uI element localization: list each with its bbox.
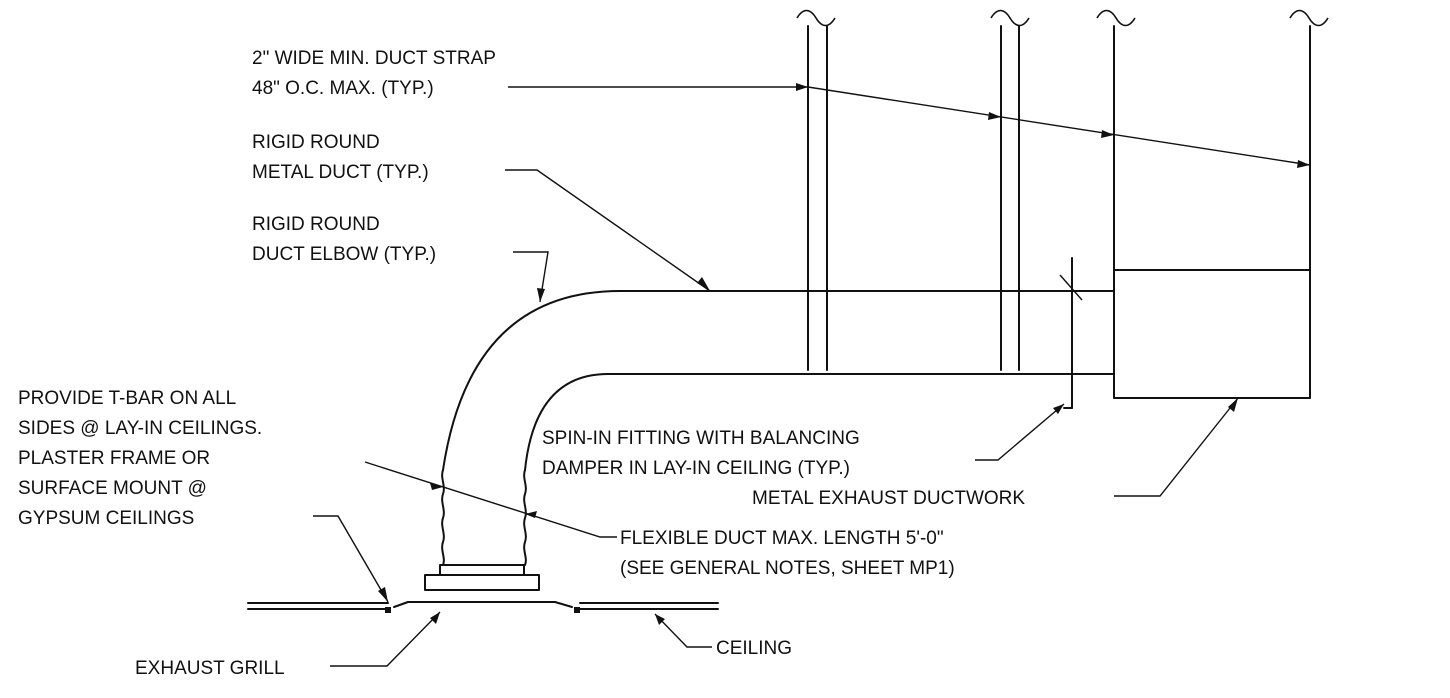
spin-in-fitting <box>1059 257 1083 409</box>
label-ceiling: CEILING <box>716 638 792 659</box>
label-duct-strap: 2" WIDE MIN. DUCT STRAP 48" O.C. MAX. (T… <box>252 48 496 99</box>
label-line: DUCT ELBOW (TYP.) <box>252 244 436 265</box>
leader-metal-duct <box>505 169 711 292</box>
label-line: METAL DUCT (TYP.) <box>252 162 429 183</box>
leader-exhaust-ductwork <box>1114 397 1239 497</box>
flexible-duct <box>441 469 527 566</box>
label-line: SURFACE MOUNT @ <box>18 478 207 499</box>
metal-exhaust-ductwork-box <box>1113 269 1311 399</box>
rigid-round-duct <box>442 290 1115 471</box>
duct-strap-3 <box>1096 9 1136 291</box>
label-line: 48" O.C. MAX. (TYP.) <box>252 78 434 99</box>
label-spin-in: SPIN-IN FITTING WITH BALANCING DAMPER IN… <box>542 428 860 479</box>
duct-strap-4 <box>1289 9 1329 271</box>
duct-straps <box>796 9 1329 371</box>
label-line: SPIN-IN FITTING WITH BALANCING <box>542 428 860 449</box>
label-exhaust-grill: EXHAUST GRILL <box>135 658 285 679</box>
label-line: PLASTER FRAME OR <box>18 448 210 469</box>
label-metal-duct: RIGID ROUND METAL DUCT (TYP.) <box>252 132 429 183</box>
leader-duct-strap <box>508 83 1311 168</box>
label-line: RIGID ROUND <box>252 132 380 153</box>
label-line: PROVIDE T-BAR ON ALL <box>18 388 236 409</box>
label-line: CEILING <box>716 638 792 659</box>
exhaust-grill <box>393 564 573 608</box>
label-line: (SEE GENERAL NOTES, SHEET MP1) <box>620 558 955 579</box>
label-line: METAL EXHAUST DUCTWORK <box>752 488 1025 509</box>
break-symbol <box>1289 9 1329 27</box>
label-line: SIDES @ LAY-IN CEILINGS. <box>18 418 262 439</box>
break-symbol <box>1096 9 1136 27</box>
leader-duct-elbow <box>513 251 549 303</box>
break-symbol <box>796 9 836 27</box>
label-exhaust-ductwork: METAL EXHAUST DUCTWORK <box>752 488 1025 509</box>
duct-elbow <box>442 290 621 471</box>
label-flex-duct: FLEXIBLE DUCT MAX. LENGTH 5'-0" (SEE GEN… <box>620 528 955 579</box>
label-t-bar: PROVIDE T-BAR ON ALL SIDES @ LAY-IN CEIL… <box>18 388 262 529</box>
label-line: GYPSUM CEILINGS <box>18 508 194 529</box>
leader-ceiling <box>654 613 712 648</box>
label-duct-elbow: RIGID ROUND DUCT ELBOW (TYP.) <box>252 214 436 265</box>
label-line: DAMPER IN LAY-IN CEILING (TYP.) <box>542 458 850 479</box>
leader-flex-duct <box>364 461 617 538</box>
label-line: RIGID ROUND <box>252 214 380 235</box>
duct-strap-1 <box>796 9 836 371</box>
break-symbol <box>990 9 1030 27</box>
label-line: 2" WIDE MIN. DUCT STRAP <box>252 48 496 69</box>
leader-exhaust-grill <box>330 611 441 667</box>
leader-spin-in <box>975 403 1065 461</box>
label-line: EXHAUST GRILL <box>135 658 285 679</box>
duct-elbow-inner <box>524 373 609 471</box>
leader-t-bar <box>313 515 389 603</box>
duct-strap-2 <box>990 9 1030 371</box>
label-line: FLEXIBLE DUCT MAX. LENGTH 5'-0" <box>620 528 944 549</box>
ceiling-lines <box>247 602 719 613</box>
